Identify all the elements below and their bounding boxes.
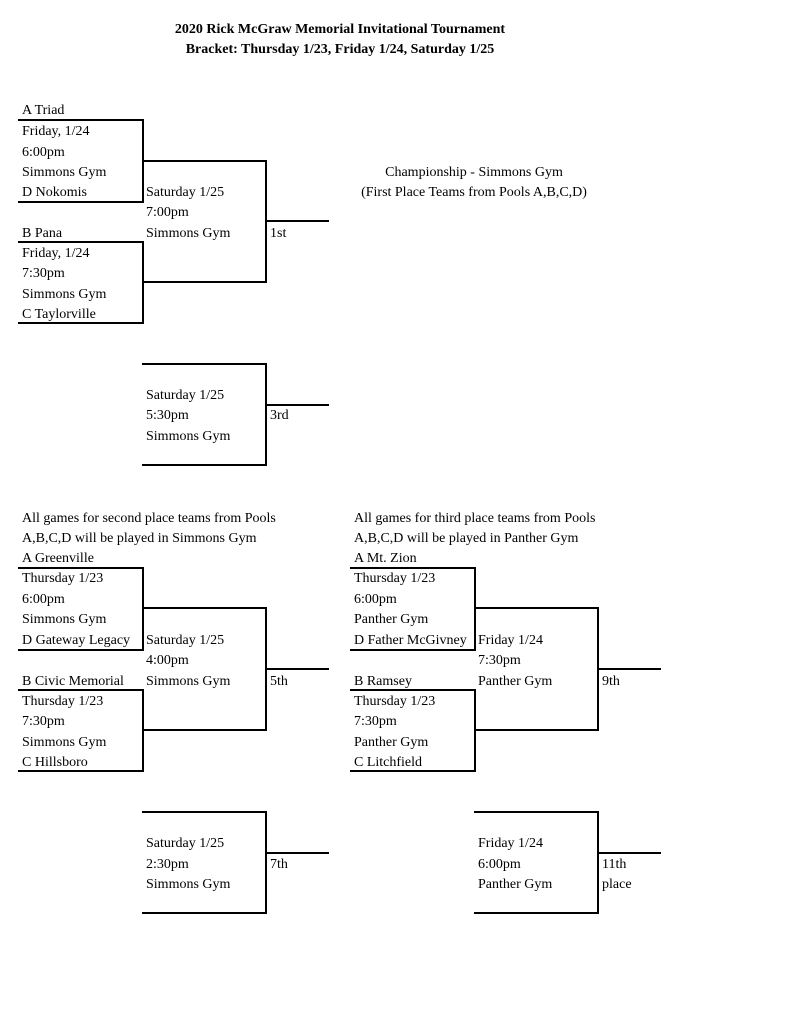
- game-date: Thursday 1/23: [354, 571, 436, 586]
- game-date: Thursday 1/23: [22, 571, 104, 586]
- bracket-line: [18, 689, 143, 691]
- game-date: Saturday 1/25: [146, 633, 225, 648]
- game-date: Friday 1/24: [478, 836, 543, 851]
- team-slot: A Greenville: [22, 551, 94, 566]
- game-time: 6:00pm: [22, 145, 65, 160]
- bracket-line: [265, 811, 267, 914]
- game-time: 2:30pm: [146, 857, 189, 872]
- placement-label: 3rd: [270, 408, 289, 423]
- bracket-line: [265, 404, 329, 406]
- placement-label: place: [602, 877, 632, 892]
- bracket-line: [142, 363, 267, 365]
- game-date: Friday 1/24: [478, 633, 543, 648]
- page-title: 2020 Rick McGraw Memorial Invitational T…: [174, 22, 506, 37]
- bracket-line: [350, 689, 475, 691]
- game-time: 7:00pm: [146, 205, 189, 220]
- game-location: Simmons Gym: [146, 226, 231, 241]
- bracket-line: [142, 607, 267, 609]
- game-date: Friday, 1/24: [22, 124, 90, 139]
- team-slot: B Civic Memorial: [22, 674, 124, 689]
- bracket-line: [142, 567, 144, 651]
- bracket-line: [18, 119, 143, 121]
- bracket-line: [18, 322, 143, 324]
- game-time: 6:00pm: [354, 592, 397, 607]
- game-time: 5:30pm: [146, 408, 189, 423]
- bracket-line: [18, 241, 143, 243]
- game-date: Saturday 1/25: [146, 388, 225, 403]
- section-note: A,B,C,D will be played in Panther Gym: [354, 531, 579, 546]
- bracket-line: [18, 770, 143, 772]
- bracket-line: [142, 281, 267, 283]
- bracket-line: [142, 729, 267, 731]
- team-slot: C Hillsboro: [22, 755, 88, 770]
- team-slot: D Nokomis: [22, 185, 87, 200]
- placement-label: 11th: [602, 857, 627, 872]
- championship-note: Championship - Simmons Gym: [385, 165, 563, 180]
- game-time: 7:30pm: [22, 266, 65, 281]
- placement-label: 7th: [270, 857, 288, 872]
- game-location: Simmons Gym: [22, 165, 107, 180]
- game-date: Thursday 1/23: [22, 694, 104, 709]
- team-slot: A Triad: [22, 103, 65, 118]
- bracket-line: [18, 649, 143, 651]
- placement-label: 5th: [270, 674, 288, 689]
- game-date: Thursday 1/23: [354, 694, 436, 709]
- championship-note: (First Place Teams from Pools A,B,C,D): [361, 185, 587, 200]
- team-slot: D Gateway Legacy: [22, 633, 131, 648]
- bracket-line: [142, 811, 267, 813]
- game-date: Friday, 1/24: [22, 246, 90, 261]
- placement-label: 1st: [270, 226, 287, 241]
- game-location: Simmons Gym: [146, 674, 231, 689]
- game-date: Saturday 1/25: [146, 836, 225, 851]
- bracket-line: [265, 852, 329, 854]
- game-time: 4:00pm: [146, 653, 189, 668]
- team-slot: B Pana: [22, 226, 63, 241]
- team-slot: D Father McGivney: [354, 633, 467, 648]
- bracket-line: [142, 160, 267, 162]
- team-slot: C Taylorville: [22, 307, 96, 322]
- game-location: Simmons Gym: [146, 877, 231, 892]
- bracket-line: [597, 668, 661, 670]
- bracket-line: [265, 220, 329, 222]
- bracket-line: [597, 811, 599, 914]
- bracket-line: [474, 729, 599, 731]
- game-location: Simmons Gym: [146, 429, 231, 444]
- game-time: 6:00pm: [22, 592, 65, 607]
- game-time: 7:30pm: [478, 653, 521, 668]
- game-location: Panther Gym: [478, 674, 553, 689]
- bracket-line: [265, 363, 267, 466]
- bracket-line: [474, 811, 599, 813]
- team-slot: B Ramsey: [354, 674, 412, 689]
- section-note: A,B,C,D will be played in Simmons Gym: [22, 531, 257, 546]
- page-subtitle: Bracket: Thursday 1/23, Friday 1/24, Sat…: [185, 42, 495, 57]
- bracket-line: [474, 607, 599, 609]
- team-slot: A Mt. Zion: [354, 551, 417, 566]
- game-location: Simmons Gym: [22, 287, 107, 302]
- bracket-line: [474, 912, 599, 914]
- bracket-line: [350, 567, 475, 569]
- bracket-line: [597, 852, 661, 854]
- bracket-line: [350, 770, 475, 772]
- bracket-line: [142, 912, 267, 914]
- bracket-line: [474, 567, 476, 651]
- game-location: Simmons Gym: [22, 735, 107, 750]
- section-note: All games for second place teams from Po…: [22, 511, 276, 526]
- game-location: Panther Gym: [354, 735, 429, 750]
- team-slot: C Litchfield: [354, 755, 423, 770]
- game-location: Panther Gym: [478, 877, 553, 892]
- bracket-line: [18, 201, 143, 203]
- section-note: All games for third place teams from Poo…: [354, 511, 596, 526]
- game-time: 7:30pm: [22, 714, 65, 729]
- placement-label: 9th: [602, 674, 620, 689]
- game-time: 7:30pm: [354, 714, 397, 729]
- bracket-line: [142, 464, 267, 466]
- game-date: Saturday 1/25: [146, 185, 225, 200]
- game-location: Panther Gym: [354, 612, 429, 627]
- game-time: 6:00pm: [478, 857, 521, 872]
- bracket-line: [350, 649, 475, 651]
- game-location: Simmons Gym: [22, 612, 107, 627]
- bracket-line: [18, 567, 143, 569]
- bracket-line: [265, 668, 329, 670]
